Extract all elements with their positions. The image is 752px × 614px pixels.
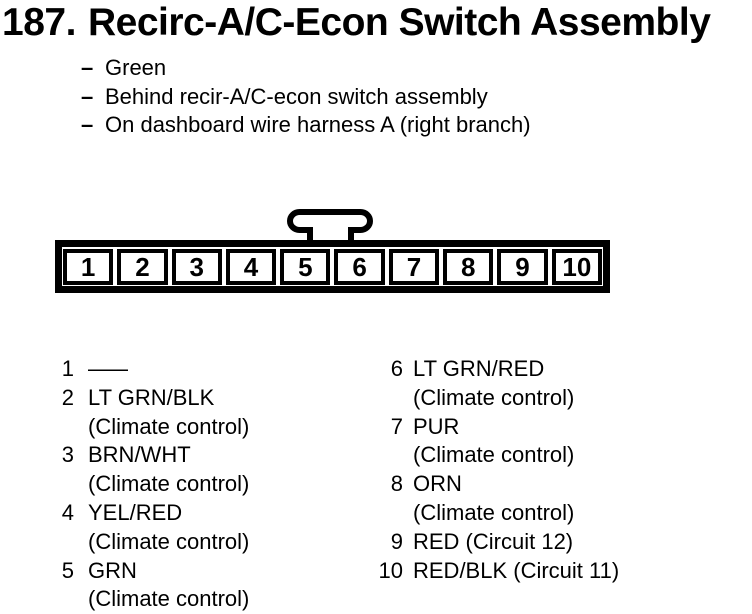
pin-entry: 8 ORN (Climate control) [377,470,619,528]
pin-text: —— [88,355,128,384]
pin-number: 3 [61,442,74,468]
pin-text: LT GRN/BLK (Climate control) [88,384,249,442]
pin-cell-4: 4 [225,249,277,285]
pin-number: 1 [61,356,74,381]
pin-entry: 9 RED (Circuit 12) [377,528,619,557]
pin-note: (Climate control) [413,499,575,525]
pin-note: (Climate control) [413,442,575,468]
pin-number: 2 [61,384,74,410]
pin-wire: RED (Circuit 12) [413,528,574,554]
page-title: 187. Recirc-A/C-Econ Switch Assembly [2,0,711,46]
pin-entry: 7 PUR (Climate control) [377,413,619,471]
pin-number: 4 [61,499,74,525]
dash-icon: – [81,55,94,80]
pin-note: (Climate control) [88,471,250,497]
title-text: Recirc-A/C-Econ Switch Assembly [88,1,711,44]
pin-wire: LT GRN/BLK [88,384,215,410]
pin-wire: LT GRN/RED [413,356,545,381]
pin-entry: 1 —— [54,355,249,384]
pin-cell-7: 7 [388,249,440,285]
pin-number: 10 [378,557,403,583]
pin-entry: 6 LT GRN/RED (Climate control) [377,355,619,413]
pin-text: LT GRN/RED (Climate control) [413,355,574,413]
pin-wire: —— [88,356,128,381]
pin-number: 5 [61,557,74,583]
pin-note: (Climate control) [88,413,250,439]
pin-text: BRN/WHT (Climate control) [88,441,249,499]
pin-entry: 2 LT GRN/BLK (Climate control) [54,384,250,442]
pin-number: 7 [390,413,403,439]
pin-list-right: 6 LT GRN/RED (Climate control) 7 PUR (Cl… [377,355,620,586]
pin-cell-5: 5 [280,249,331,285]
note-text: Behind recir-A/C-econ switch assembly [105,83,488,109]
pin-number: 6 [390,356,403,381]
pin-note: (Climate control) [88,586,250,612]
note-text: On dashboard wire harness A (right branc… [105,112,531,137]
dash-icon: – [81,83,94,109]
pin-cell-1: 1 [63,249,114,285]
pin-entry: 10 RED/BLK (Circuit 11) [377,557,620,586]
pin-text: RED/BLK (Circuit 11) [413,557,619,586]
pin-wire: GRN [88,557,137,583]
pin-note: (Climate control) [413,384,575,410]
pin-entry: 4 YEL/RED (Climate control) [54,499,250,557]
pin-note: (Climate control) [88,528,250,554]
notes-list: – Green – Behind recir-A/C-econ switch a… [81,54,531,140]
dash-icon: – [81,112,94,137]
pin-wire: BRN/WHT [88,442,191,468]
pin-cell-10: 10 [551,249,602,285]
pin-cell-2: 2 [117,249,168,285]
pin-text: ORN (Climate control) [413,470,574,528]
connector-body: 1 2 3 4 5 6 7 8 9 10 [55,240,610,293]
pin-text: RED (Circuit 12) [413,528,573,557]
pin-cell-3: 3 [171,249,222,285]
pin-wire: ORN [413,471,462,497]
title-number: 187. [2,1,76,44]
pin-text: YEL/RED (Climate control) [88,499,249,557]
note-item: – On dashboard wire harness A (right bra… [81,111,531,140]
connector-keying-tab-icon [287,209,373,242]
note-text: Green [105,55,167,80]
pin-text: GRN (Climate control) [88,557,249,614]
pin-entry: 5 GRN (Climate control) [54,557,250,614]
pin-entry: 3 BRN/WHT (Climate control) [54,441,250,499]
pin-number: 9 [390,528,403,554]
pin-cell-8: 8 [443,249,494,285]
pin-wire: YEL/RED [88,499,183,525]
note-item: – Behind recir-A/C-econ switch assembly [81,83,531,112]
pin-cell-6: 6 [334,249,385,285]
pin-wire: PUR [413,413,460,439]
pin-cell-9: 9 [497,249,548,285]
pin-number: 8 [390,471,403,497]
note-item: – Green [81,54,531,83]
pin-list-left: 1 —— 2 LT GRN/BLK (Climate control) 3 BR… [54,355,250,614]
pin-wire: RED/BLK (Circuit 11) [413,557,620,583]
pin-text: PUR (Climate control) [413,413,574,471]
